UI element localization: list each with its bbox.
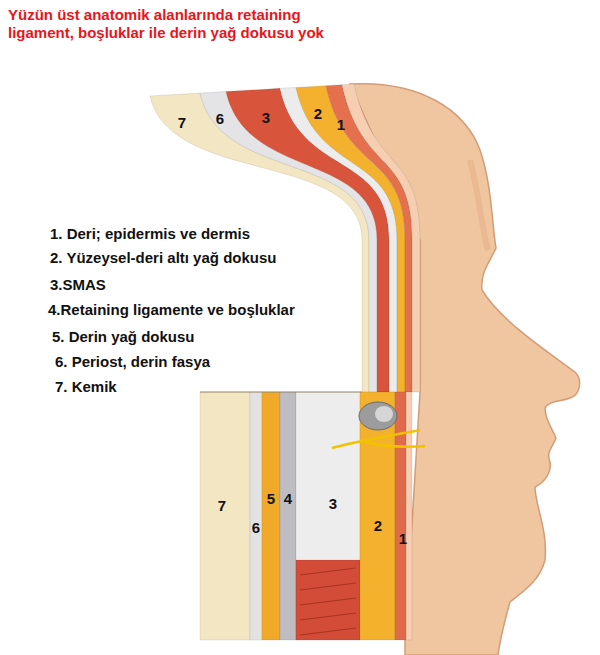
- eye-globe: [359, 402, 397, 430]
- title-text: Yüzün üst anatomik alanlarında retaining…: [8, 6, 353, 42]
- callout-number: 6: [216, 111, 224, 126]
- callout-number: 1: [337, 117, 345, 132]
- ligament-layer: [280, 392, 296, 640]
- legend-item: 1. Deri; epidermis ve dermis: [50, 226, 250, 243]
- legend-item: 6. Periost, derin fasya: [55, 354, 210, 371]
- legend-item: 5. Derin yağ dokusu: [52, 329, 195, 346]
- callout-number: 1: [399, 531, 407, 546]
- block-top-edge: [200, 392, 362, 393]
- legend-item: 4.Retaining ligamente ve boşluklar: [48, 302, 295, 319]
- callout-number: 5: [267, 491, 275, 506]
- deep-fat-layer: [262, 392, 280, 640]
- face-shading: [470, 160, 488, 250]
- epidermis-layer: [406, 392, 412, 640]
- lower-layers: [200, 392, 412, 640]
- eye-globe-inner: [375, 406, 393, 422]
- callout-number: 3: [262, 110, 270, 125]
- legend-item: 7. Kemik: [55, 379, 117, 396]
- callout-number: 3: [329, 496, 337, 511]
- callout-number: 7: [178, 115, 186, 130]
- bone-layer: [200, 392, 250, 640]
- muscle-striation: [300, 568, 356, 635]
- muscle-layer: [296, 560, 360, 640]
- callout-number: 4: [284, 491, 292, 506]
- periosteum-layer: [250, 392, 262, 640]
- legend-item: 3.SMAS: [50, 277, 106, 294]
- nerve-branch: [332, 430, 425, 448]
- callout-number: 2: [314, 106, 322, 121]
- callout-number: 6: [252, 520, 260, 535]
- smas-layer: [296, 392, 360, 640]
- callout-number: 7: [218, 498, 226, 513]
- callout-number: 2: [374, 518, 382, 533]
- epidermis-band: [342, 84, 420, 392]
- dermis-layer: [395, 392, 406, 640]
- legend-item: 2. Yüzeysel-deri altı yağ dokusu: [50, 250, 276, 267]
